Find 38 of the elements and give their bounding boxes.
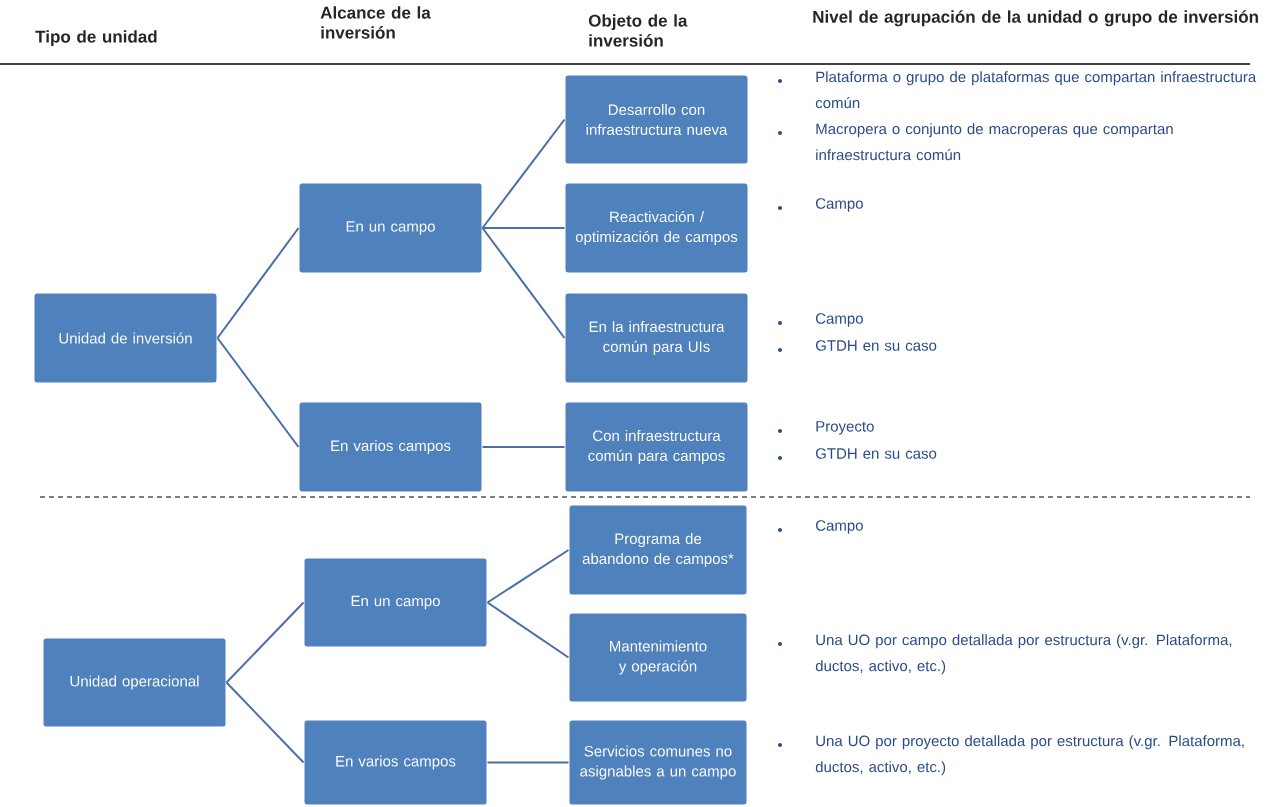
bullet-item: Plataforma o grupo de plataformas que compartan infraestructura común — [778, 71, 1257, 109]
process-box: En un campo — [303, 557, 488, 648]
process-box: En la infraestructura común para UIs — [564, 292, 749, 384]
column-heading: Objeto de la inversión — [588, 14, 688, 47]
process-box: Mantenimiento y operación — [568, 612, 748, 703]
column-heading: Nivel de agrupación de la unidad o grupo de inversión — [813, 10, 1258, 27]
bullet-item: Macropera o conjunto de macroperas que compartan infraestructura común — [778, 123, 1173, 161]
process-box: Programa de abandono de campos* — [568, 504, 748, 596]
bullet-item: Una UO por proyecto detallada por estructura (v.gr. Plataforma, ductos, activo, etc.) — [778, 735, 1244, 776]
connector-line — [225, 681, 305, 764]
process-box: Reactivación / optimización de campos — [564, 182, 749, 274]
connector-line — [481, 227, 566, 229]
connector-line — [486, 601, 570, 659]
connector-line — [481, 446, 566, 448]
process-box: Desarrollo con infraestructura nueva — [564, 74, 749, 165]
bullet-item: GTDH en su caso — [778, 448, 937, 460]
bullet-item: Proyecto — [778, 421, 874, 435]
process-box: En un campo — [298, 182, 483, 274]
process-box: En varios campos — [298, 401, 483, 493]
column-heading: Alcance de la inversión — [320, 6, 431, 39]
connector-line — [481, 118, 566, 229]
connector-line — [481, 227, 566, 339]
process-box: Unidad de inversión — [33, 292, 218, 384]
connector-line — [216, 337, 300, 448]
connector-line — [486, 549, 570, 604]
bullet-item: Campo — [778, 198, 863, 212]
connector-line — [486, 761, 570, 764]
process-box: En varios campos — [303, 719, 488, 806]
column-heading: Tipo de unidad — [35, 30, 157, 47]
process-box: Con infraestructura común para campos — [564, 401, 749, 493]
process-box: Unidad operacional — [42, 637, 227, 728]
bullet-item: Campo — [778, 520, 863, 534]
process-box: Servicios comunes no asignables a un campo — [568, 719, 748, 806]
bullet-item: GTDH en su caso — [778, 340, 937, 352]
bullet-item: Campo — [778, 313, 863, 327]
connector-line — [216, 227, 300, 339]
bullet-item: Una UO por campo detallada por estructura (v.gr. Plataforma, ductos, activo, etc.) — [778, 634, 1232, 675]
connector-line — [225, 601, 305, 684]
